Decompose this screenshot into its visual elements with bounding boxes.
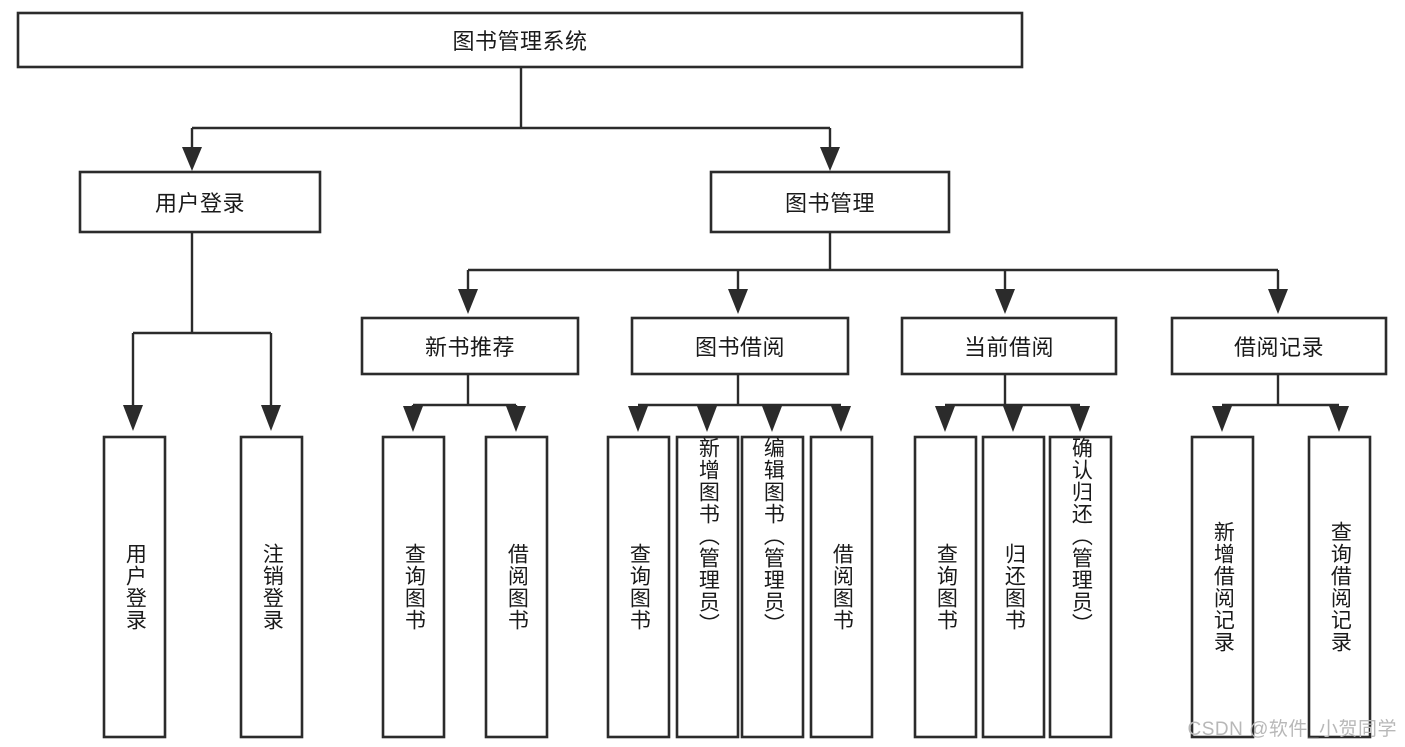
arrowhead-leaf-borrow-book-1 — [506, 406, 526, 432]
arrowhead-leaf-query-book-2 — [628, 406, 648, 432]
leaf-box-query-book-1[interactable] — [381, 435, 446, 739]
node-new-book-box[interactable] — [360, 316, 580, 376]
leaf-box-edit-book[interactable] — [740, 435, 805, 739]
arrowhead-current-borrow — [995, 289, 1015, 314]
arrowhead-leaf-query-book-3 — [935, 406, 955, 432]
arrowhead-book-manage — [820, 147, 840, 171]
leaf-box-confirm-return[interactable] — [1048, 435, 1113, 739]
leaf-box-add-record[interactable] — [1190, 435, 1255, 739]
leaf-box-return-book[interactable] — [981, 435, 1046, 739]
leaf-box-query-book-2[interactable] — [606, 435, 671, 739]
arrowhead-borrow-record — [1268, 289, 1288, 314]
arrowhead-leaf-add-book — [697, 406, 717, 432]
leaf-box-user-login[interactable] — [102, 435, 167, 739]
arrowhead-leaf-user-login — [123, 405, 143, 431]
leaf-box-query-book-3[interactable] — [913, 435, 978, 739]
arrowhead-leaf-query-record — [1329, 406, 1349, 432]
leaf-box-add-book[interactable] — [675, 435, 740, 739]
leaf-box-query-record[interactable] — [1307, 435, 1372, 739]
leaf-box-logout[interactable] — [239, 435, 304, 739]
arrowhead-new-book — [458, 289, 478, 314]
node-book-manage-box[interactable] — [709, 170, 951, 234]
node-user-login-box[interactable] — [78, 170, 322, 234]
node-current-borrow-box[interactable] — [900, 316, 1118, 376]
leaf-box-borrow-book-2[interactable] — [809, 435, 874, 739]
arrowhead-leaf-borrow-book-2 — [831, 406, 851, 432]
arrowhead-leaf-logout — [261, 405, 281, 431]
leaf-box-borrow-book-1[interactable] — [484, 435, 549, 739]
arrowhead-leaf-add-record — [1212, 406, 1232, 432]
node-borrow-record-box[interactable] — [1170, 316, 1388, 376]
watermark-text: CSDN @软件_小贺同学 — [1187, 719, 1397, 740]
arrowhead-user-login — [182, 147, 202, 171]
arrowhead-leaf-edit-book — [762, 406, 782, 432]
node-root-box[interactable] — [16, 11, 1024, 69]
node-book-borrow-box[interactable] — [630, 316, 850, 376]
arrowhead-book-borrow — [728, 289, 748, 314]
arrowhead-leaf-return-book — [1003, 406, 1023, 432]
arrowhead-leaf-query-book-1 — [403, 406, 423, 432]
arrowhead-leaf-confirm-return — [1070, 406, 1090, 432]
